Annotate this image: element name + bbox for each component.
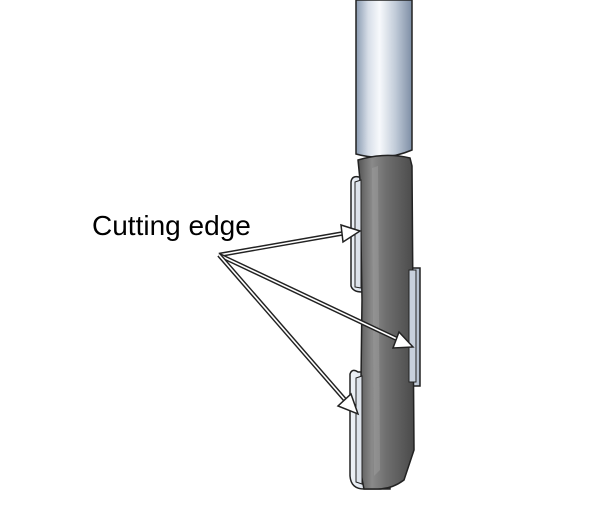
- cutting-edge-label: Cutting edge: [92, 210, 251, 241]
- cutting-edge-right-lip: [408, 269, 417, 383]
- arrow-to-lower-edge: [217, 253, 360, 416]
- arrow-to-upper-edge: [218, 223, 362, 258]
- cutting-edge-upper-lip: [354, 179, 362, 289]
- body-highlight: [372, 166, 380, 476]
- shank: [355, 0, 413, 158]
- arrow-to-right-edge: [218, 252, 415, 349]
- cutting-edge-lower-lip: [355, 375, 363, 485]
